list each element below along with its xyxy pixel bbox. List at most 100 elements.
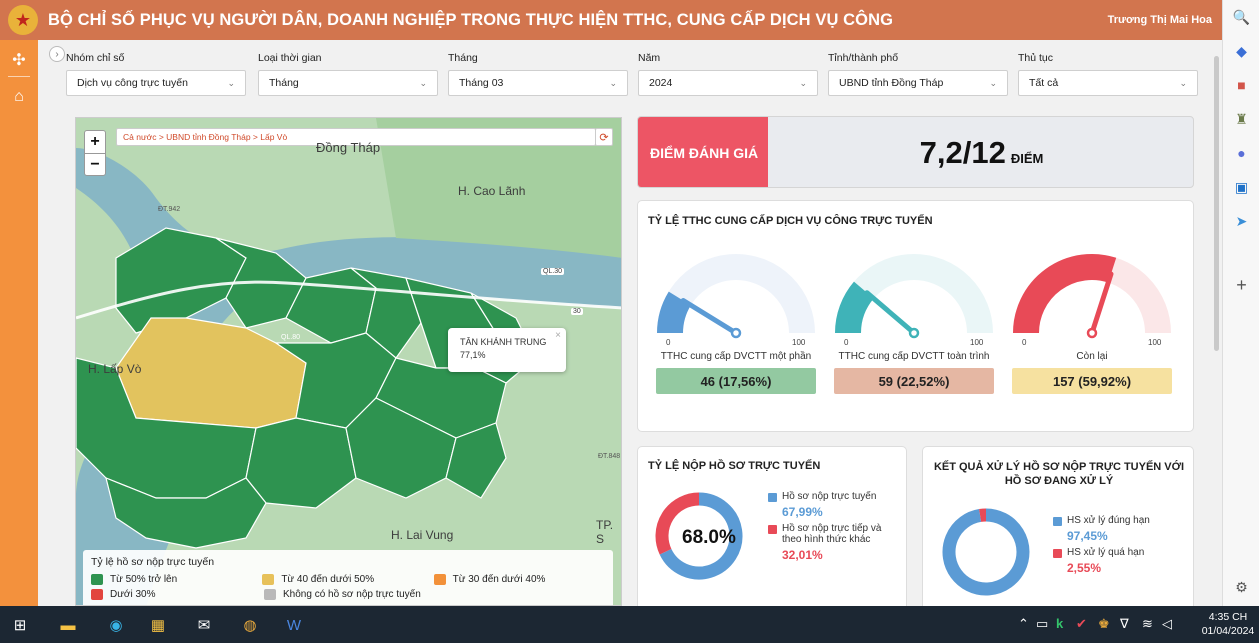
filter-bar: Nhóm chỉ số Dịch vụ công trực tuyến⌄ Loạ… <box>66 52 1204 112</box>
donut-slice-1[interactable] <box>655 492 700 555</box>
system-clock[interactable]: 4:35 CH 01/04/2024 <box>1200 610 1256 638</box>
legend-percent: 32,01% <box>782 548 823 562</box>
edge-browser-icon[interactable]: ◉ <box>109 617 123 634</box>
home-icon[interactable]: ⌂ <box>14 88 24 105</box>
donut-slice-0[interactable] <box>659 492 743 580</box>
gauge-value: 157 (59,92%) <box>1012 368 1172 394</box>
tag-icon[interactable]: ◆ <box>1236 42 1247 59</box>
zoom-control: + − <box>84 130 106 176</box>
gauge-pivot <box>1086 327 1098 339</box>
province-select[interactable]: UBND tỉnh Đồng Tháp⌄ <box>828 70 1008 96</box>
highway-line <box>76 280 621 320</box>
word-icon[interactable]: W <box>286 616 302 634</box>
month-select[interactable]: Tháng 03⌄ <box>448 70 628 96</box>
filter-label: Tỉnh/thành phố <box>828 52 899 64</box>
map-canvas[interactable] <box>76 118 622 606</box>
vpn-icon[interactable]: ∇ <box>1120 616 1129 631</box>
filter-month: Tháng Tháng 03⌄ <box>448 52 628 96</box>
donut-slice-0[interactable] <box>942 508 1030 596</box>
filter-label: Thủ tục <box>1018 52 1054 64</box>
map-label-lap-vo: H. Lấp Vò <box>88 362 142 376</box>
tray-app-icon-2[interactable]: ♚ <box>1098 616 1110 631</box>
legend-item: HS xử lý quá hạn <box>1053 547 1188 558</box>
chrome-icon[interactable]: ◍ <box>243 617 257 634</box>
donut-chart <box>655 492 743 580</box>
gauge-min-label: 0 <box>1022 338 1027 345</box>
user-name[interactable]: Trương Thị Mai Hoa <box>1107 14 1212 26</box>
refresh-icon[interactable]: ⟳ <box>595 128 613 146</box>
gauge-min-label: 0 <box>666 338 671 345</box>
district-12 <box>445 422 507 499</box>
score-label: ĐIỂM ĐÁNH GIÁ <box>638 117 768 187</box>
battery-icon[interactable]: ▭ <box>1036 616 1049 631</box>
page-scrollbar[interactable] <box>1214 56 1219 351</box>
legend-swatch <box>91 589 103 600</box>
add-icon[interactable]: + <box>1236 274 1247 295</box>
filter-index-group: Nhóm chỉ số Dịch vụ công trực tuyến⌄ <box>66 52 246 96</box>
index-group-select[interactable]: Dịch vụ công trực tuyến⌄ <box>66 70 246 96</box>
gauge-label: Còn lại <box>1076 351 1108 362</box>
filter-time-type: Loại thời gian Tháng⌄ <box>258 52 438 96</box>
zoom-in-button[interactable]: + <box>90 133 100 150</box>
card-title: TỶ LỆ TTHC CUNG CẤP DỊCH VỤ CÔNG TRỰC TU… <box>648 215 933 227</box>
k-app-icon[interactable]: k <box>1056 616 1064 631</box>
filter-province: Tỉnh/thành phố UBND tỉnh Đồng Tháp⌄ <box>828 52 1008 96</box>
district-10 <box>245 417 357 509</box>
chess-icon[interactable]: ♜ <box>1235 110 1248 127</box>
procedure-select[interactable]: Tất cả⌄ <box>1018 70 1198 96</box>
card-title: TỶ LỆ NỘP HỒ SƠ TRỰC TUYẾN <box>648 460 821 472</box>
tray-chevron-icon[interactable]: ⌃ <box>1018 616 1029 631</box>
menu-toggle-icon[interactable]: ✣ <box>12 52 26 69</box>
card-title: KẾT QUẢ XỬ LÝ HỒ SƠ NỘP TRỰC TUYẾN VỚI H… <box>933 461 1185 487</box>
gauge-fill <box>657 291 692 334</box>
legend-swatch <box>264 589 276 600</box>
send-icon[interactable]: ➤ <box>1235 212 1248 229</box>
gear-icon[interactable]: ⚙ <box>1235 578 1248 595</box>
file-explorer-icon[interactable]: ▬ <box>60 616 76 634</box>
mail-icon[interactable]: ✉ <box>197 617 211 634</box>
legend-swatch <box>262 574 275 585</box>
browser-sidebar: 🔍 ◆ ■ ♜ ● ▣ ➤ + ⚙ <box>1222 0 1259 606</box>
legend-percent: 67,99% <box>782 505 823 519</box>
legend-swatch <box>768 493 777 502</box>
processing-result-card: KẾT QUẢ XỬ LÝ HỒ SƠ NỘP TRỰC TUYẾN VỚI H… <box>922 446 1194 606</box>
road-label-30: 30 <box>571 308 583 315</box>
donut-chart <box>942 508 1030 596</box>
gauge-max-label: 100 <box>970 338 984 345</box>
gauge-value: 46 (17,56%) <box>656 368 816 394</box>
chevron-down-icon: ⌄ <box>799 77 807 88</box>
tray-app-icon[interactable]: ✔ <box>1076 616 1087 631</box>
store-icon[interactable]: ▦ <box>150 617 166 634</box>
year-select[interactable]: 2024⌄ <box>638 70 818 96</box>
online-submission-card: TỶ LỆ NỘP HỒ SƠ TRỰC TUYẾN 68.0% Hồ sơ n… <box>637 446 907 606</box>
copilot-icon[interactable]: ● <box>1237 145 1246 161</box>
donut-legend: HS xử lý đúng hạn 97,45% HS xử lý quá hạ… <box>1053 515 1188 579</box>
briefcase-icon[interactable]: ■ <box>1237 77 1246 93</box>
outlook-icon[interactable]: ▣ <box>1234 178 1249 195</box>
legend-item: Hồ sơ nộp trực tuyến <box>768 491 903 502</box>
online-services-card: TỶ LỆ TTHC CUNG CẤP DỊCH VỤ CÔNG TRỰC TU… <box>637 200 1194 432</box>
chevron-down-icon: ⌄ <box>989 77 997 88</box>
legend-item: HS xử lý đúng hạn <box>1053 515 1188 526</box>
search-icon[interactable]: 🔍 <box>1232 8 1251 25</box>
legend-swatch <box>768 525 777 534</box>
score-value: 7,2/12 <box>919 135 1006 170</box>
windows-start-icon[interactable]: ⊞ <box>13 617 27 634</box>
filter-label: Năm <box>638 52 661 64</box>
zoom-out-button[interactable]: − <box>85 153 105 175</box>
filter-procedure: Thủ tục Tất cả⌄ <box>1018 52 1198 96</box>
wifi-icon[interactable]: ≋ <box>1142 616 1153 631</box>
gauge-pivot <box>908 327 920 339</box>
windows-taskbar: ⊞ ▬ ◉ ▦ ✉ ◍ W ⌃ ▭ k ✔ ♚ ∇ ≋ ◁ 4:35 CH 01… <box>0 606 1259 643</box>
legend-item: Từ 40 đến dưới 50% <box>262 574 433 585</box>
volume-icon[interactable]: ◁ <box>1162 616 1172 631</box>
donut-legend: Hồ sơ nộp trực tuyến 67,99% Hồ sơ nộp tr… <box>768 491 903 566</box>
time-type-select[interactable]: Tháng⌄ <box>258 70 438 96</box>
choropleth-map[interactable]: + − Cả nước > UBND tỉnh Đồng Tháp > Lấp … <box>75 117 622 606</box>
gauge-fill <box>1013 254 1117 334</box>
close-icon[interactable]: × <box>555 330 561 341</box>
expand-sidebar-button[interactable]: › <box>49 46 65 62</box>
map-breadcrumb[interactable]: Cả nước > UBND tỉnh Đồng Tháp > Lấp Vò <box>116 128 596 146</box>
